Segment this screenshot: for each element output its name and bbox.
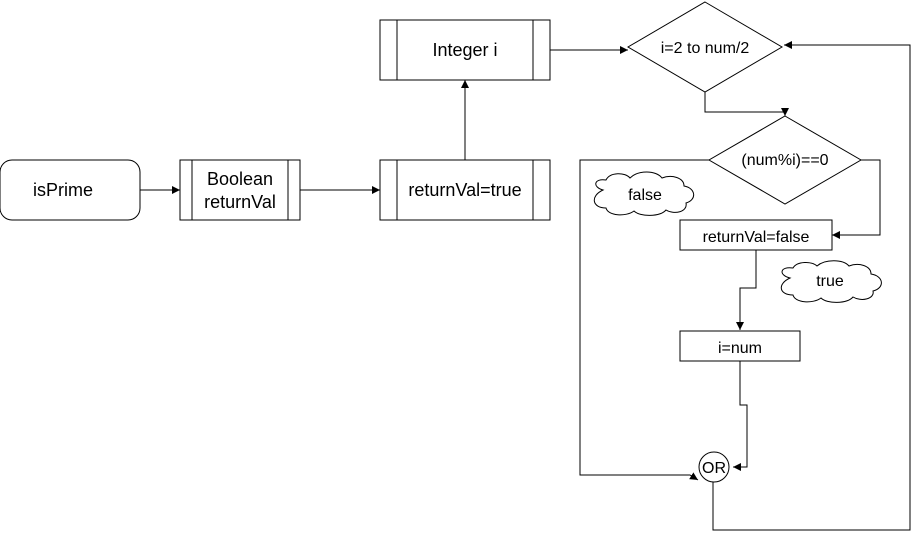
- start-node: isPrime: [0, 159, 141, 221]
- condition-label: (num%i)==0: [741, 152, 828, 169]
- edge-setfalse-to-seti: [736, 250, 757, 330]
- loop-decision-node: i=2 to num/2: [627, 1, 783, 93]
- declare-integer-node: Integer i: [379, 19, 551, 81]
- or-merge-node: OR: [698, 451, 730, 483]
- set-false-node: returnVal=false: [679, 219, 833, 251]
- declare-boolean-node: Boolean returnVal: [179, 159, 301, 221]
- declare-boolean-label-line2: returnVal: [204, 192, 276, 212]
- condition-decision-node: (num%i)==0: [708, 115, 862, 205]
- connectors: [140, 41, 911, 531]
- init-true-node: returnVal=true: [379, 159, 551, 221]
- true-cloud: true: [780, 260, 882, 303]
- edge-or-back-to-loop: [712, 41, 911, 531]
- edge-condition-true-to-setfalse: [832, 159, 881, 239]
- or-label: OR: [702, 460, 726, 477]
- start-label: isPrime: [33, 180, 93, 200]
- false-cloud: false: [593, 171, 695, 216]
- edge-condition-false-to-or: [579, 159, 709, 481]
- true-branch-label: true: [816, 273, 844, 290]
- edge-seti-to-or: [733, 361, 748, 471]
- false-branch-label: false: [628, 187, 662, 204]
- declare-integer-label: Integer i: [432, 40, 497, 60]
- loop-label: i=2 to num/2: [661, 40, 750, 57]
- set-i-node: i=num: [679, 330, 801, 362]
- edge-loop-to-condition: [704, 92, 789, 116]
- set-false-label: returnVal=false: [703, 229, 810, 246]
- declare-boolean-label-line1: Boolean: [207, 169, 273, 189]
- set-i-label: i=num: [718, 340, 762, 357]
- init-true-label: returnVal=true: [408, 180, 521, 200]
